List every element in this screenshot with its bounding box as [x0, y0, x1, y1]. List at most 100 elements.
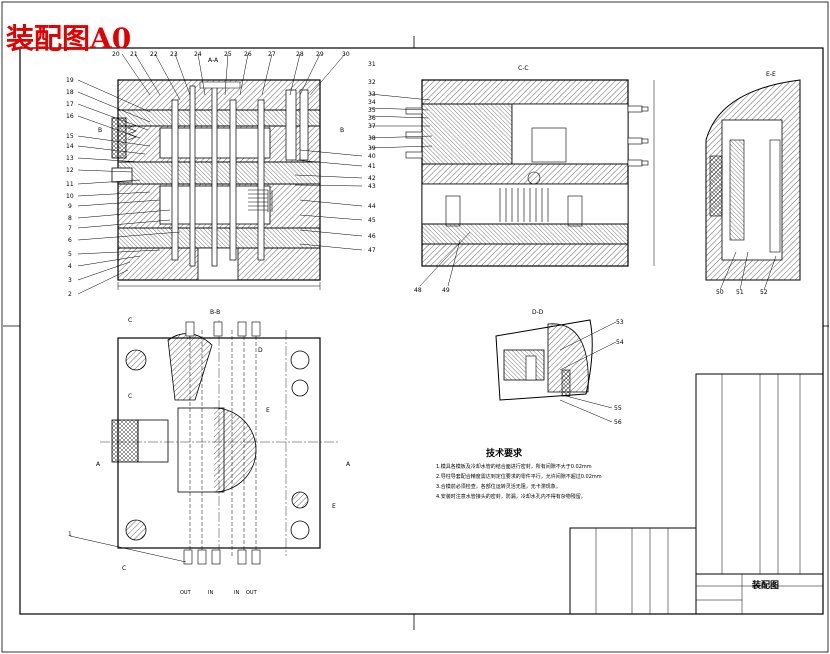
parts-list-left: [569, 527, 697, 615]
section-marker: C: [122, 565, 126, 572]
tech-note-item: 2.导柱导套配合精度需达到定位要求的零件平行，允许间隙不超过0.02mm: [436, 473, 602, 480]
callout-number: 36: [368, 115, 376, 122]
section-marker: C: [128, 393, 132, 400]
bb-plan-view: B-B: [100, 309, 340, 565]
callout-number: 6: [68, 237, 72, 244]
section-marker: A: [346, 461, 351, 468]
callout-number: 46: [368, 233, 376, 240]
callout-number: 42: [368, 175, 376, 182]
callout-number: 28: [296, 51, 304, 58]
callouts-right-main: [294, 149, 363, 251]
callout-number: 5: [68, 251, 72, 258]
callout-number: 3: [68, 277, 72, 284]
ee-section-view: E-E: [705, 71, 801, 281]
callout-number: 17: [66, 101, 74, 108]
callout-number: 15: [66, 133, 74, 140]
callout-number: 34: [368, 99, 376, 106]
callout-number: 26: [244, 51, 252, 58]
tech-notes: 技术要求 1.模具各模板及冷却水管的结合面进行密封，所有间隙不大于0.02mm …: [436, 447, 602, 500]
callout-number: 56: [614, 419, 622, 426]
port-label: IN: [234, 590, 239, 596]
callout-number: 2: [68, 291, 72, 298]
sheet-title: 装配图A0: [6, 22, 131, 55]
callout-number: 31: [368, 61, 376, 68]
view-title-aa: A-A: [208, 57, 219, 64]
callout-number: 7: [68, 225, 72, 232]
section-markers: C C C A A B B D E E: [96, 127, 351, 572]
callout-number: 47: [368, 247, 376, 254]
callout-number: 11: [66, 181, 74, 188]
callout-number: 48: [414, 287, 422, 294]
tech-note-item: 3.合模前必须检查，各部位运转灵活无阻，无卡滞现象。: [436, 483, 561, 490]
callout-number: 9: [68, 203, 72, 210]
callout-number: 21: [130, 51, 138, 58]
callout-number: 22: [150, 51, 158, 58]
callout-number: 13: [66, 155, 74, 162]
callout-number: 38: [368, 135, 376, 142]
callouts-cc: [369, 93, 471, 287]
view-title-cc: C-C: [518, 65, 529, 72]
callout-number: 41: [368, 163, 376, 170]
title-block: 装配图: [695, 573, 824, 615]
callouts-left: [77, 79, 181, 295]
callout-number: 52: [760, 289, 768, 296]
callout-numbers: 1 2 3 4 5 6 7 8 9 10 11 12 13 14 15 16 1…: [66, 51, 768, 538]
tech-notes-title: 技术要求: [486, 447, 523, 459]
callout-number: 33: [368, 91, 376, 98]
port-label: OUT: [180, 590, 192, 596]
callout-number: 44: [368, 203, 376, 210]
dd-detail-view: D-D: [495, 309, 593, 401]
view-title-bb: B-B: [210, 309, 220, 316]
tech-note-item: 1.模具各模板及冷却水管的结合面进行密封，所有间隙不大于0.02mm: [436, 463, 592, 470]
callout-number: 19: [66, 77, 74, 84]
callout-number: 37: [368, 123, 376, 130]
callout-number: 29: [316, 51, 324, 58]
tech-note-item: 4.安装时注意水管接头的密封，防漏，冷却水孔内不得有杂物残留。: [436, 493, 586, 500]
callout-number: 27: [268, 51, 276, 58]
callout-number: 30: [342, 51, 350, 58]
section-marker: C: [128, 317, 132, 324]
callout-number: 49: [442, 287, 450, 294]
view-title-ee: E-E: [766, 71, 776, 78]
callout-number: 51: [736, 289, 744, 296]
parts-list-right: [695, 373, 824, 575]
callouts-dd: [559, 321, 617, 423]
section-marker: B: [340, 127, 344, 134]
callout-number: 12: [66, 167, 74, 174]
callouts-ee: [719, 251, 777, 291]
callout-number: 20: [112, 51, 120, 58]
main-section-view: A-A: [111, 57, 321, 290]
callout-number: 18: [66, 89, 74, 96]
callout-number: 55: [614, 405, 622, 412]
callout-number: 40: [368, 153, 376, 160]
callout-number: 35: [368, 107, 376, 114]
section-marker: E: [332, 503, 336, 510]
callout-number: 14: [66, 143, 74, 150]
title-block-name: 装配图: [751, 579, 779, 591]
section-marker: A: [96, 461, 101, 468]
callout-number: 1: [68, 531, 72, 538]
callout-number: 53: [616, 319, 624, 326]
callout-number: 50: [716, 289, 724, 296]
callout-number: 45: [368, 217, 376, 224]
callout-number: 16: [66, 113, 74, 120]
callout-number: 8: [68, 215, 72, 222]
port-label: OUT: [246, 590, 258, 596]
section-marker: B: [98, 127, 102, 134]
callout-number: 4: [68, 263, 72, 270]
callout-number: 24: [194, 51, 202, 58]
section-marker: D: [258, 347, 263, 354]
callout-number: 23: [170, 51, 178, 58]
callout-number: 10: [66, 193, 74, 200]
callout-number: 54: [616, 339, 624, 346]
callout-number: 39: [368, 145, 376, 152]
section-marker: E: [266, 407, 270, 414]
view-title-dd: D-D: [532, 309, 544, 316]
port-label: IN: [208, 590, 213, 596]
cc-section-view: C-C: [405, 65, 655, 267]
callouts-top: [121, 53, 346, 101]
inner-frame: [19, 47, 824, 615]
callout-number: 32: [368, 79, 376, 86]
